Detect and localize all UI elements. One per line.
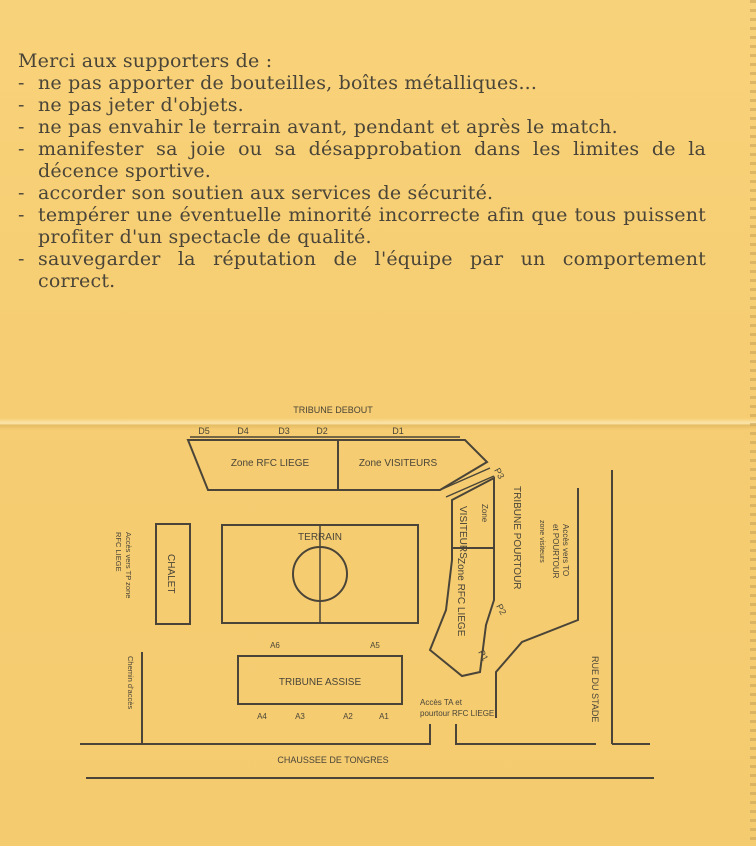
perforation-edge [750,0,756,846]
section-label: D1 [392,426,404,436]
rule-item: ne pas jeter d'objets. [16,94,706,116]
acces-tp-rfc-label: RFC LIEGE [114,532,123,572]
acces-ta-pourtour-label: pourtour RFC LIEGE [420,709,494,718]
rule-item: ne pas apporter de bouteilles, boîtes mé… [16,72,706,94]
rule-item: sauvegarder la réputation de l'équipe pa… [16,248,706,292]
p3-label: P3 [492,466,506,480]
zone-visiteurs-small-label: zone visiteurs [538,520,545,563]
section-label: D3 [278,426,290,436]
zone-visiteurs-label: Zone VISITEURS [359,458,438,469]
acces-to-label: Accès vers TO [561,524,570,576]
section-label: A6 [270,641,280,650]
zone-rfc-liege-side-label: Zone RFC LIEGE [455,558,466,637]
acces-tp-label: Accès vers TP zone [124,532,133,598]
tribune-pourtour-label: TRIBUNE POURTOUR [511,486,522,590]
rule-item: ne pas envahir le terrain avant, pendant… [16,116,706,138]
access-path-right [495,488,579,718]
rue-du-stade-label: RUE DU STADE [590,656,600,722]
section-label: D4 [237,426,249,436]
chemin-acces-label: Chemin d'accès [126,656,135,709]
rules-intro: Merci aux supporters de : [18,50,273,72]
corner-line [439,467,491,491]
chalet-building [155,523,191,625]
section-label: A4 [257,712,267,721]
chaussee-label: CHAUSSEE DE TONGRES [277,755,388,765]
rule-item: tempérer une éventuelle minorité incorre… [16,204,706,248]
section-label: D5 [198,426,210,436]
rule-item: manifester sa joie ou sa désapprobation … [16,138,706,182]
rule-item: accorder son soutien aux services de séc… [16,182,706,204]
chalet-label: CHALET [165,554,176,593]
perimeter-line [455,724,596,745]
section-label: A3 [295,712,305,721]
section-label: A5 [370,641,380,650]
tribune-debout-label: TRIBUNE DEBOUT [293,405,373,415]
p2-label: P2 [494,602,508,616]
tribune-assise-shape [237,655,403,705]
zone-rfc-liege-label: Zone RFC LIEGE [231,458,310,469]
tribune-assise-label: TRIBUNE ASSISE [279,677,362,688]
supporter-rules: Merci aux supporters de : ne pas apporte… [16,50,706,292]
acces-ta-label: Accès TA et [420,698,463,707]
tribune-pourtour-shape [428,476,495,678]
zone-label: Zone [480,504,489,523]
rules-list: ne pas apporter de bouteilles, boîtes mé… [16,72,706,292]
visiteurs-label: VISITEURS [457,506,468,559]
corner-line [445,475,495,498]
p1-label: P1 [476,648,490,662]
center-circle [292,546,348,602]
section-label: A2 [343,712,353,721]
section-label: A1 [379,712,389,721]
section-label: D2 [316,426,328,436]
acces-pourtour-label: et POURTOUR [551,524,560,579]
fold-crease [0,418,756,430]
perimeter-line [80,724,431,745]
terrain-label: TERRAIN [298,532,342,543]
